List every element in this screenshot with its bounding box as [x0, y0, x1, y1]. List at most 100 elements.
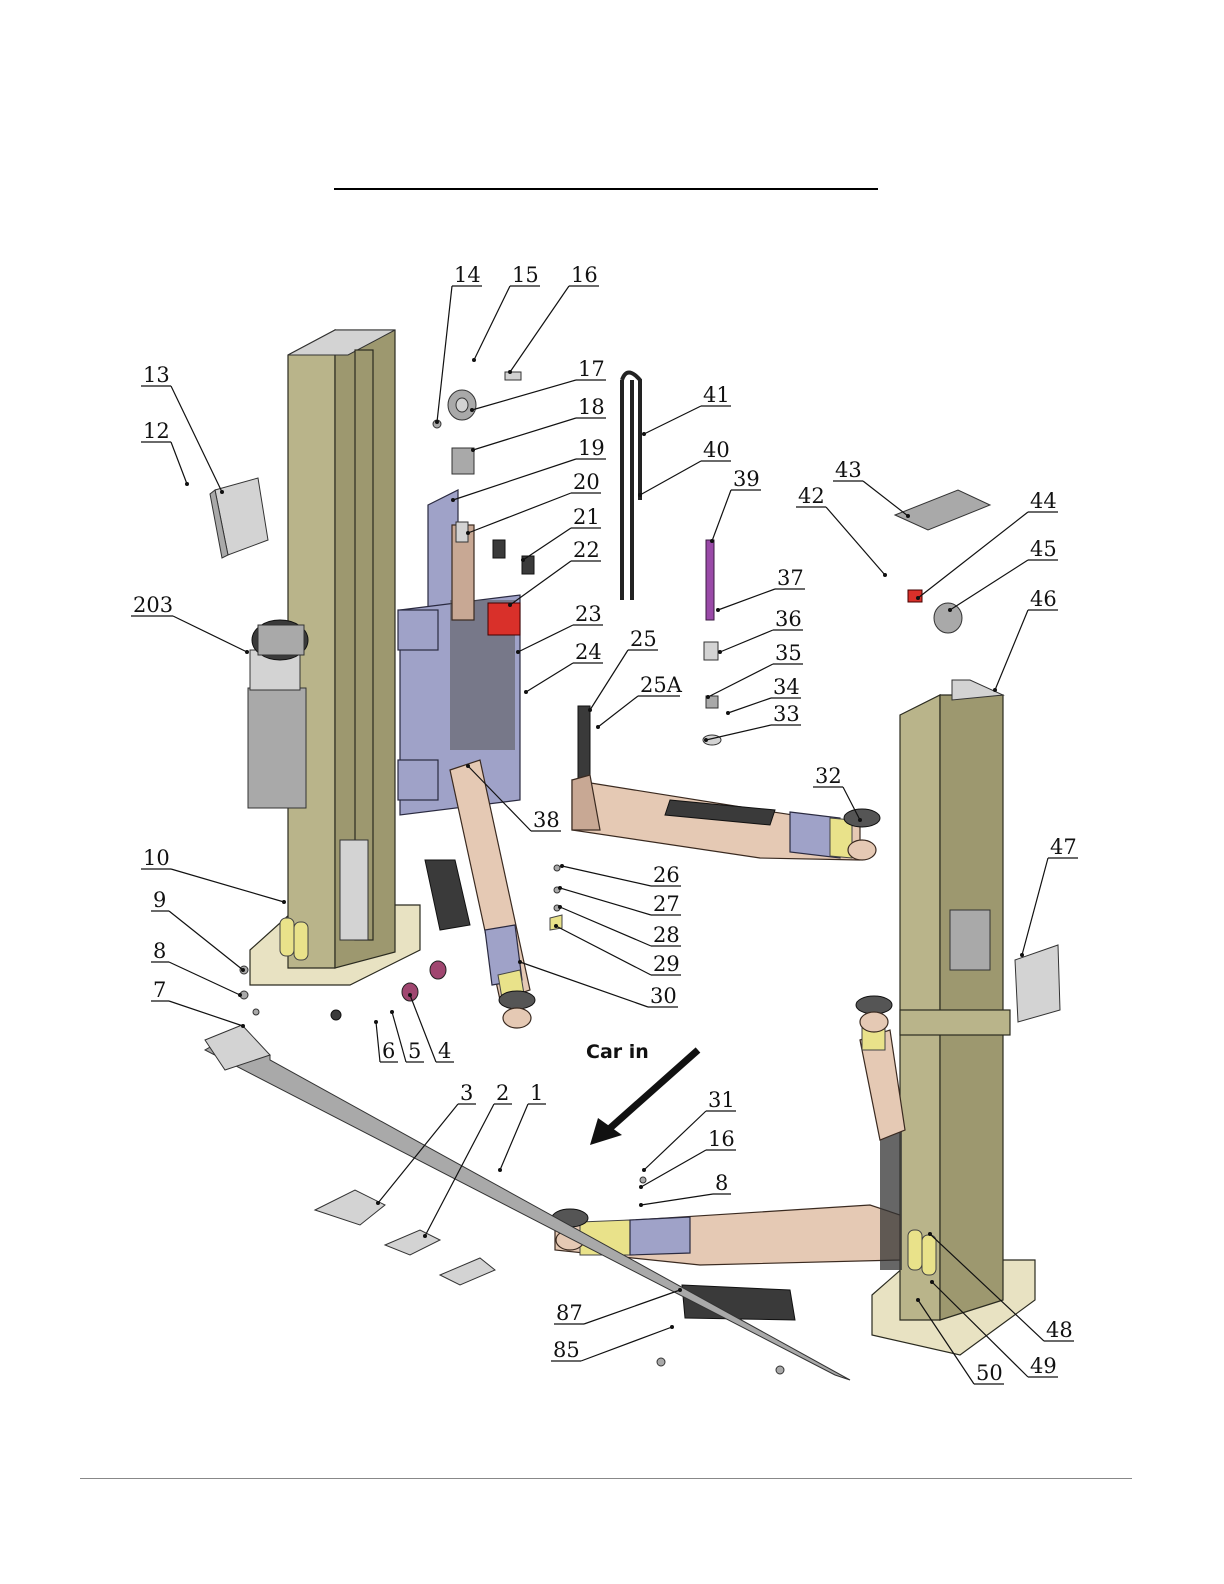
- callout-leader-tip: [508, 370, 512, 374]
- callout-leader: [826, 507, 885, 575]
- callout-leader: [526, 663, 573, 692]
- callout-leader-tip: [554, 924, 558, 928]
- callout-leader-tip: [930, 1280, 934, 1284]
- callout-leader-tip: [516, 650, 520, 654]
- callout-leader: [644, 406, 701, 434]
- callout-number: 43: [835, 458, 862, 482]
- callout-number: 1: [530, 1081, 543, 1105]
- callout-leader: [510, 286, 569, 372]
- callout-leader: [584, 1290, 680, 1324]
- callout-number: 22: [573, 538, 600, 562]
- callout-leader-tip: [408, 993, 412, 997]
- callout-40: 40: [638, 438, 731, 497]
- callout-85: 85: [551, 1325, 674, 1362]
- callout-number: 42: [798, 484, 825, 508]
- callout-leader-tip: [638, 493, 642, 497]
- callout-number: 12: [143, 419, 170, 443]
- callout-87: 87: [554, 1288, 682, 1325]
- callout-number: 18: [578, 395, 605, 419]
- power-unit: [248, 620, 308, 808]
- callout-number: 21: [573, 505, 600, 529]
- callout-number: 38: [533, 808, 560, 832]
- callout-leader: [171, 442, 187, 484]
- callout-number: 20: [573, 470, 600, 494]
- lift-chain: [622, 373, 640, 601]
- callout-number: 36: [775, 607, 802, 631]
- callout-number: 16: [708, 1127, 735, 1151]
- callout-leader: [378, 1104, 458, 1203]
- callout-leader-tip: [706, 695, 710, 699]
- callout-leader: [641, 1150, 706, 1187]
- callout-leader: [708, 664, 773, 697]
- callout-25A: 25A: [596, 673, 683, 729]
- callout-27: 27: [558, 886, 681, 916]
- callout-number: 6: [382, 1039, 395, 1063]
- callout-leader-tip: [704, 738, 708, 742]
- callout-number: 37: [777, 566, 804, 590]
- callout-leader-tip: [858, 818, 862, 822]
- callout-leader: [473, 418, 576, 450]
- callout-leader-tip: [639, 1203, 643, 1207]
- direction-arrow: [590, 1050, 698, 1145]
- callout-leader-tip: [639, 1185, 643, 1189]
- callout-leader-tip: [471, 448, 475, 452]
- safety-rod: [703, 540, 721, 745]
- callout-leader: [171, 869, 284, 902]
- callout-number: 39: [733, 467, 760, 491]
- callout-number: 7: [153, 978, 166, 1002]
- callout-leader-tip: [524, 690, 528, 694]
- callout-number: 25: [630, 627, 657, 651]
- callout-leader: [640, 461, 701, 495]
- callout-leader: [718, 589, 775, 610]
- callout-leader-tip: [596, 725, 600, 729]
- callout-26: 26: [560, 863, 681, 887]
- callout-leader: [169, 911, 243, 970]
- callout-number: 3: [460, 1081, 473, 1105]
- callout-leader: [863, 481, 908, 516]
- callout-number: 35: [775, 641, 802, 665]
- callout-leader: [518, 625, 573, 652]
- callout-8: 8: [639, 1171, 731, 1207]
- callout-47: 47: [1020, 835, 1078, 957]
- callout-leader-tip: [245, 650, 249, 654]
- top-sheave: [934, 603, 962, 633]
- callout-leader-tip: [726, 711, 730, 715]
- callout-leader: [474, 286, 510, 360]
- callout-number: 30: [650, 984, 677, 1008]
- callout-leader: [520, 962, 648, 1007]
- callout-leader: [171, 386, 222, 492]
- callout-leader: [560, 907, 651, 946]
- callout-number: 2: [496, 1081, 509, 1105]
- callout-leader-tip: [220, 490, 224, 494]
- callout-number: 31: [708, 1088, 735, 1112]
- callout-leader-tip: [906, 514, 910, 518]
- callout-leader-tip: [993, 688, 997, 692]
- callout-leader-tip: [185, 482, 189, 486]
- callout-number: 9: [153, 888, 166, 912]
- callout-leader: [523, 528, 571, 560]
- callout-leader-tip: [948, 608, 952, 612]
- callout-leader-tip: [916, 1298, 920, 1302]
- callout-number: 44: [1030, 489, 1057, 513]
- callout-leader-tip: [472, 358, 476, 362]
- callout-number: 45: [1030, 537, 1057, 561]
- callout-leader: [468, 493, 571, 533]
- callout-leader-tip: [435, 420, 439, 424]
- callout-leader: [169, 1001, 243, 1026]
- callout-leader-tip: [883, 573, 887, 577]
- callout-leader-tip: [466, 531, 470, 535]
- left-cover-bracket: [210, 478, 268, 558]
- callout-leader-tip: [642, 432, 646, 436]
- callout-leader: [376, 1022, 380, 1062]
- callout-leader-tip: [241, 1024, 245, 1028]
- callout-leader: [562, 866, 651, 886]
- callout-number: 87: [556, 1301, 583, 1325]
- callout-37: 37: [716, 566, 805, 612]
- callout-leader-tip: [560, 864, 564, 868]
- callout-leader-tip: [508, 603, 512, 607]
- callout-number: 24: [575, 640, 602, 664]
- callout-12: 12: [141, 419, 189, 486]
- callout-leader-tip: [670, 1325, 674, 1329]
- callout-number: 49: [1030, 1354, 1057, 1378]
